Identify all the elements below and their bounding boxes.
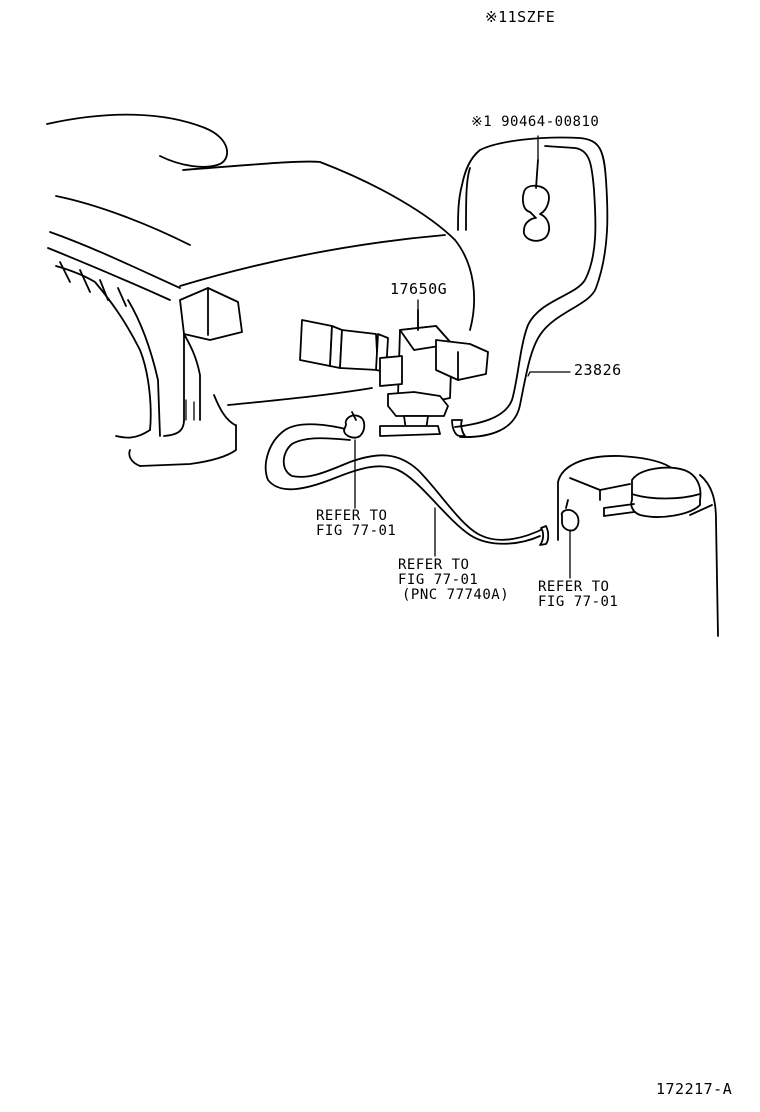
vacuum-hose-23826-drawing xyxy=(454,136,609,438)
reference-right-line2: FIG 77-01 xyxy=(538,594,619,610)
vsv-valve-drawing xyxy=(299,309,489,437)
valve-part-number[interactable]: 17650G xyxy=(390,280,448,298)
engine-body-drawing xyxy=(46,113,475,467)
reference-right-line1: REFER TO xyxy=(538,579,610,595)
hose-part-number[interactable]: 23826 xyxy=(574,361,622,379)
lower-hose-drawing xyxy=(264,411,550,546)
clip-part-number[interactable]: ※1 90464-00810 xyxy=(471,114,600,130)
reference-center-line1: REFER TO xyxy=(398,557,470,573)
reference-center-line2: FIG 77-01 xyxy=(398,572,479,588)
reference-left-line2: FIG 77-01 xyxy=(316,523,397,539)
leader-lines xyxy=(354,135,571,579)
charcoal-canister-drawing xyxy=(557,455,719,637)
engine-code-label: ※11SZFE xyxy=(485,8,556,26)
reference-left-line1: REFER TO xyxy=(316,508,388,524)
reference-center-line3: (PNC 77740A) xyxy=(402,587,510,603)
figure-id-label: 172217-A xyxy=(656,1080,733,1098)
